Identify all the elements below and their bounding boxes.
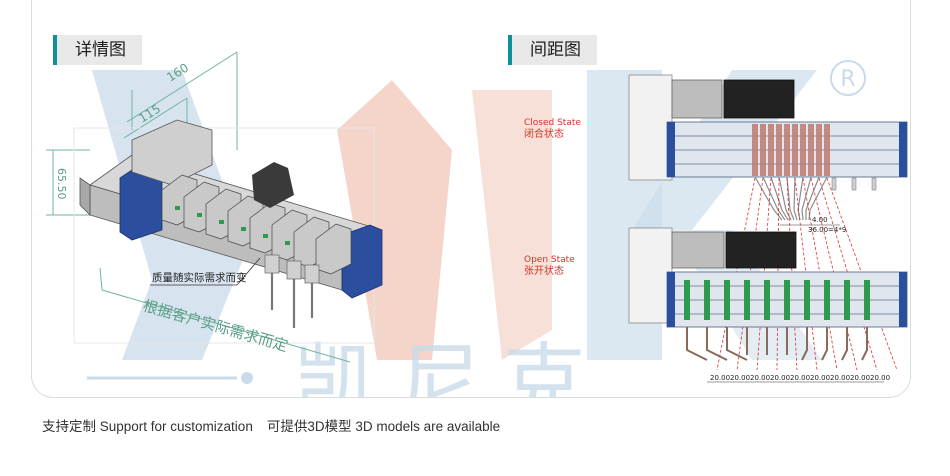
closed-motor-housing [628,74,673,181]
closed-rail-end-left [667,122,675,177]
footer-note: 支持定制 Support for customization 可提供3D模型 3D… [42,415,500,435]
open-state-en: Open State [524,255,575,265]
watermark-dot [241,372,253,384]
closed-state-en: Closed State [524,118,581,128]
spacing-label: 20.00 [830,374,850,382]
closed-extra-pins [831,177,877,191]
closed-finger-cluster [752,124,830,176]
spacing-label: 20.00 [730,374,750,382]
spacing-label-row: 20.00 20.00 20.00 20.00 20.00 20.00 20.0… [710,374,890,382]
dimension-65-50 [46,149,90,216]
open-motor-housing [628,227,673,324]
open-rail-end-right [899,272,907,327]
spacing-label: 20.00 [870,374,890,382]
closed-motor-cylinder [671,79,723,119]
open-motor-driver [725,231,797,269]
gripper-fingers [161,174,352,275]
length-dimension-line [99,267,103,291]
spacing-label: 20.00 [850,374,870,382]
section-accent-bar [508,35,512,65]
registered-circle [830,60,866,96]
registered-mark: R [840,67,855,92]
gripper-base-side [79,177,91,216]
section-accent-bar [53,35,57,65]
pitch-4: 4.00 [812,216,828,224]
dimension-160-label: 160 [164,61,191,85]
gripper-end-block-right [341,224,383,299]
callout-mass-note: 质量随实际需求而变 [152,271,247,284]
gripper-motor-box [131,119,213,186]
watermark-letter-n-right [472,90,552,360]
spacing-label: 20.00 [790,374,810,382]
spacing-diagram: Closed State 闭合状态 Open State 张开状态 [524,74,908,383]
gripper-detail-drawing: 160 115 65.50 [46,51,383,363]
section-title-spacing: 间距图 [508,35,597,65]
closed-state-assembly [628,74,908,221]
footer-3d-models: 可提供3D模型 3D models are available [266,419,501,434]
open-motor-cylinder [671,231,725,269]
spacing-label: 20.00 [710,374,730,382]
spacing-label: 20.00 [750,374,770,382]
dimension-65-50-label: 65.50 [55,168,68,200]
open-rail-end-left [667,272,675,327]
open-state-assembly [628,227,908,361]
closed-fan-wires [754,176,828,221]
length-dimension-line-2 [101,289,351,363]
watermark-brand-name: 凯尼克 [294,334,606,397]
open-finger-blocks [684,280,870,320]
closed-motor-driver [723,79,795,119]
spacing-label: 20.00 [770,374,790,382]
pitch-total: 36.00=4*9 [808,226,846,234]
gripper-green-markers [175,206,290,245]
gripper-cable-block [252,162,294,208]
footer-customization: 支持定制 Support for customization [42,419,253,434]
closed-state-cn: 闭合状态 [524,127,564,140]
spacing-label: 20.00 [810,374,830,382]
open-fingers-down [686,327,868,361]
callout-pointer [236,257,261,286]
section-title-details: 详情图 [53,35,142,65]
content-card: R 凯尼克 详情图 间距图 160 115 [31,0,911,398]
open-state-cn: 张开状态 [524,264,564,277]
dimension-160 [126,51,238,150]
closed-rail-end-right [899,122,907,177]
gripper-rod-clamps [264,254,320,284]
length-note: 根据客户实际需求而定 [141,297,290,356]
